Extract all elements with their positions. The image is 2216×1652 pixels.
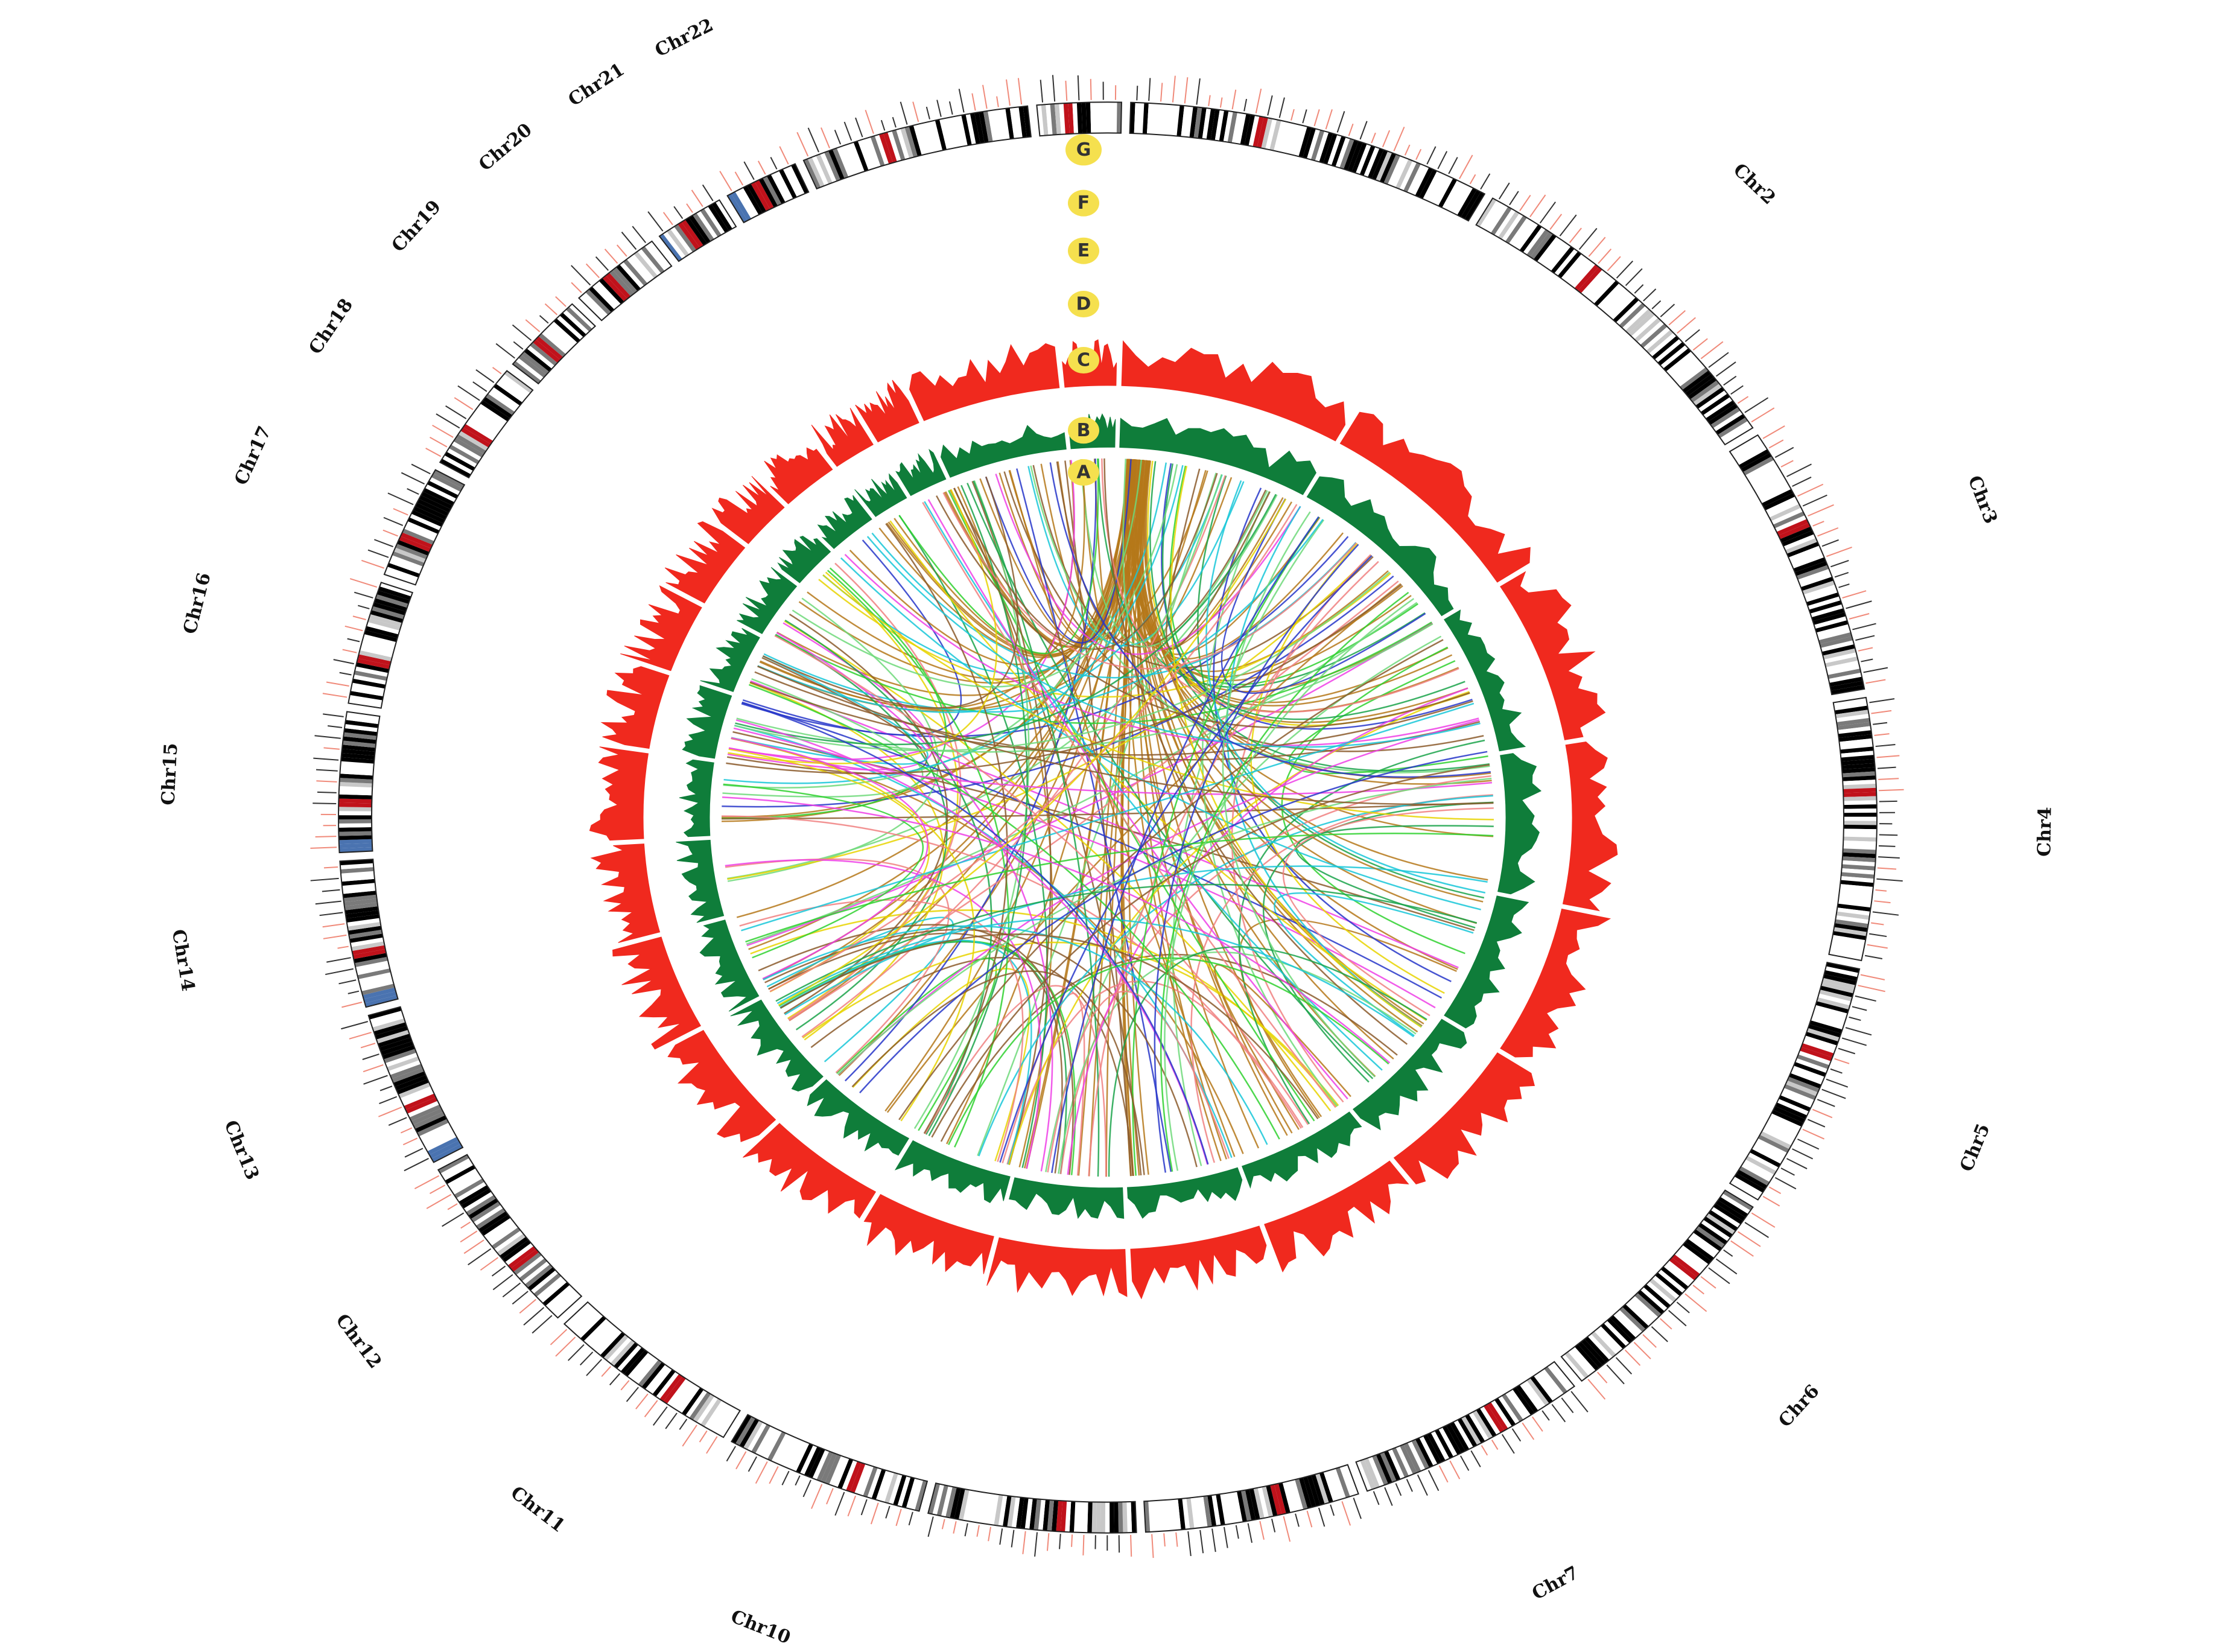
track-a-links [721,458,1494,1177]
ideogram-chr20 [571,226,673,322]
chromosome-label-chr22: Chr22 [652,14,717,62]
ideogram-chr10 [726,1414,929,1527]
track-badge-f: F [1068,189,1099,217]
ideogram-chr22 [719,146,810,224]
ideogram-chr17 [361,463,466,586]
track-badge-label: G [1076,139,1091,160]
ideogram-chr15 [310,711,381,854]
ideogram-chr3 [1729,425,1888,696]
chromosome-label-chr14: Chr14 [168,928,198,993]
ideogram-chr6 [1560,1189,1776,1400]
chromosome-label-chr5: Chr5 [1956,1120,1995,1174]
track-badge-label: D [1076,294,1091,315]
track-g-ideogram [310,75,1904,1558]
ideogram-chrx [796,78,1032,190]
chromosome-label-chr6: Chr6 [1774,1380,1823,1431]
ideogram-chr8 [1143,1464,1362,1558]
track-badge-label: C [1077,350,1090,371]
chromosome-label-chr7: Chr7 [1529,1562,1583,1604]
ideogram-chr18 [425,367,534,479]
track-badge-c: C [1068,347,1099,374]
ideogram-chr11 [550,1301,741,1454]
track-badge-g: G [1065,134,1102,166]
ideogram-chr12 [414,1154,583,1334]
track-badge-label: A [1076,462,1091,483]
ideogram-chr2 [1475,182,1775,446]
ideogram-chr13 [341,1006,464,1172]
ideogram-chr9 [927,1482,1137,1557]
chromosome-label-chr16: Chr16 [179,571,215,637]
chromosome-label-chr17: Chr17 [230,423,276,488]
chromosome-label-chr18: Chr18 [305,295,357,358]
ideogram-chr1 [1129,75,1491,222]
chromosome-label-chr10: Chr10 [728,1606,793,1649]
chromosome-label-chr21: Chr21 [565,59,629,111]
data-tracks [589,339,1618,1300]
ideogram-chr16 [322,578,414,709]
track-badge-a: A [1068,459,1099,486]
chromosome-label-chr20: Chr20 [475,119,536,176]
chromosome-label-chr13: Chr13 [220,1117,263,1183]
ideogram-chr5 [1729,961,1885,1207]
track-badge-e: E [1068,237,1099,264]
ideogram-chr21 [647,184,737,262]
chromosome-label-chr2: Chr2 [1729,159,1780,209]
ideogram-chr14 [310,859,399,1008]
ideogram-chr7 [1355,1361,1589,1506]
track-c [589,339,1618,1300]
chromosome-label-chr19: Chr19 [388,196,446,256]
track-badge-d: D [1068,291,1099,318]
ideogram-chr19 [495,296,597,385]
chromosome-label-chr3: Chr3 [1964,473,2002,527]
track-badges: G F E D C BA [1065,134,1102,486]
ideogram-chr4 [1828,696,1904,962]
track-badge-b: B [1068,417,1099,444]
track-badge-label: F [1078,192,1090,214]
track-badge-label: B [1077,420,1091,441]
track-badge-label: E [1078,240,1090,261]
chromosome-label-chr11: Chr11 [507,1482,569,1537]
chromosome-label-chr15: Chr15 [157,743,182,806]
chromosome-label-chr4: Chr4 [2034,807,2056,857]
chromosome-label-chr12: Chr12 [331,1310,386,1373]
ideogram-chry [1036,75,1122,137]
